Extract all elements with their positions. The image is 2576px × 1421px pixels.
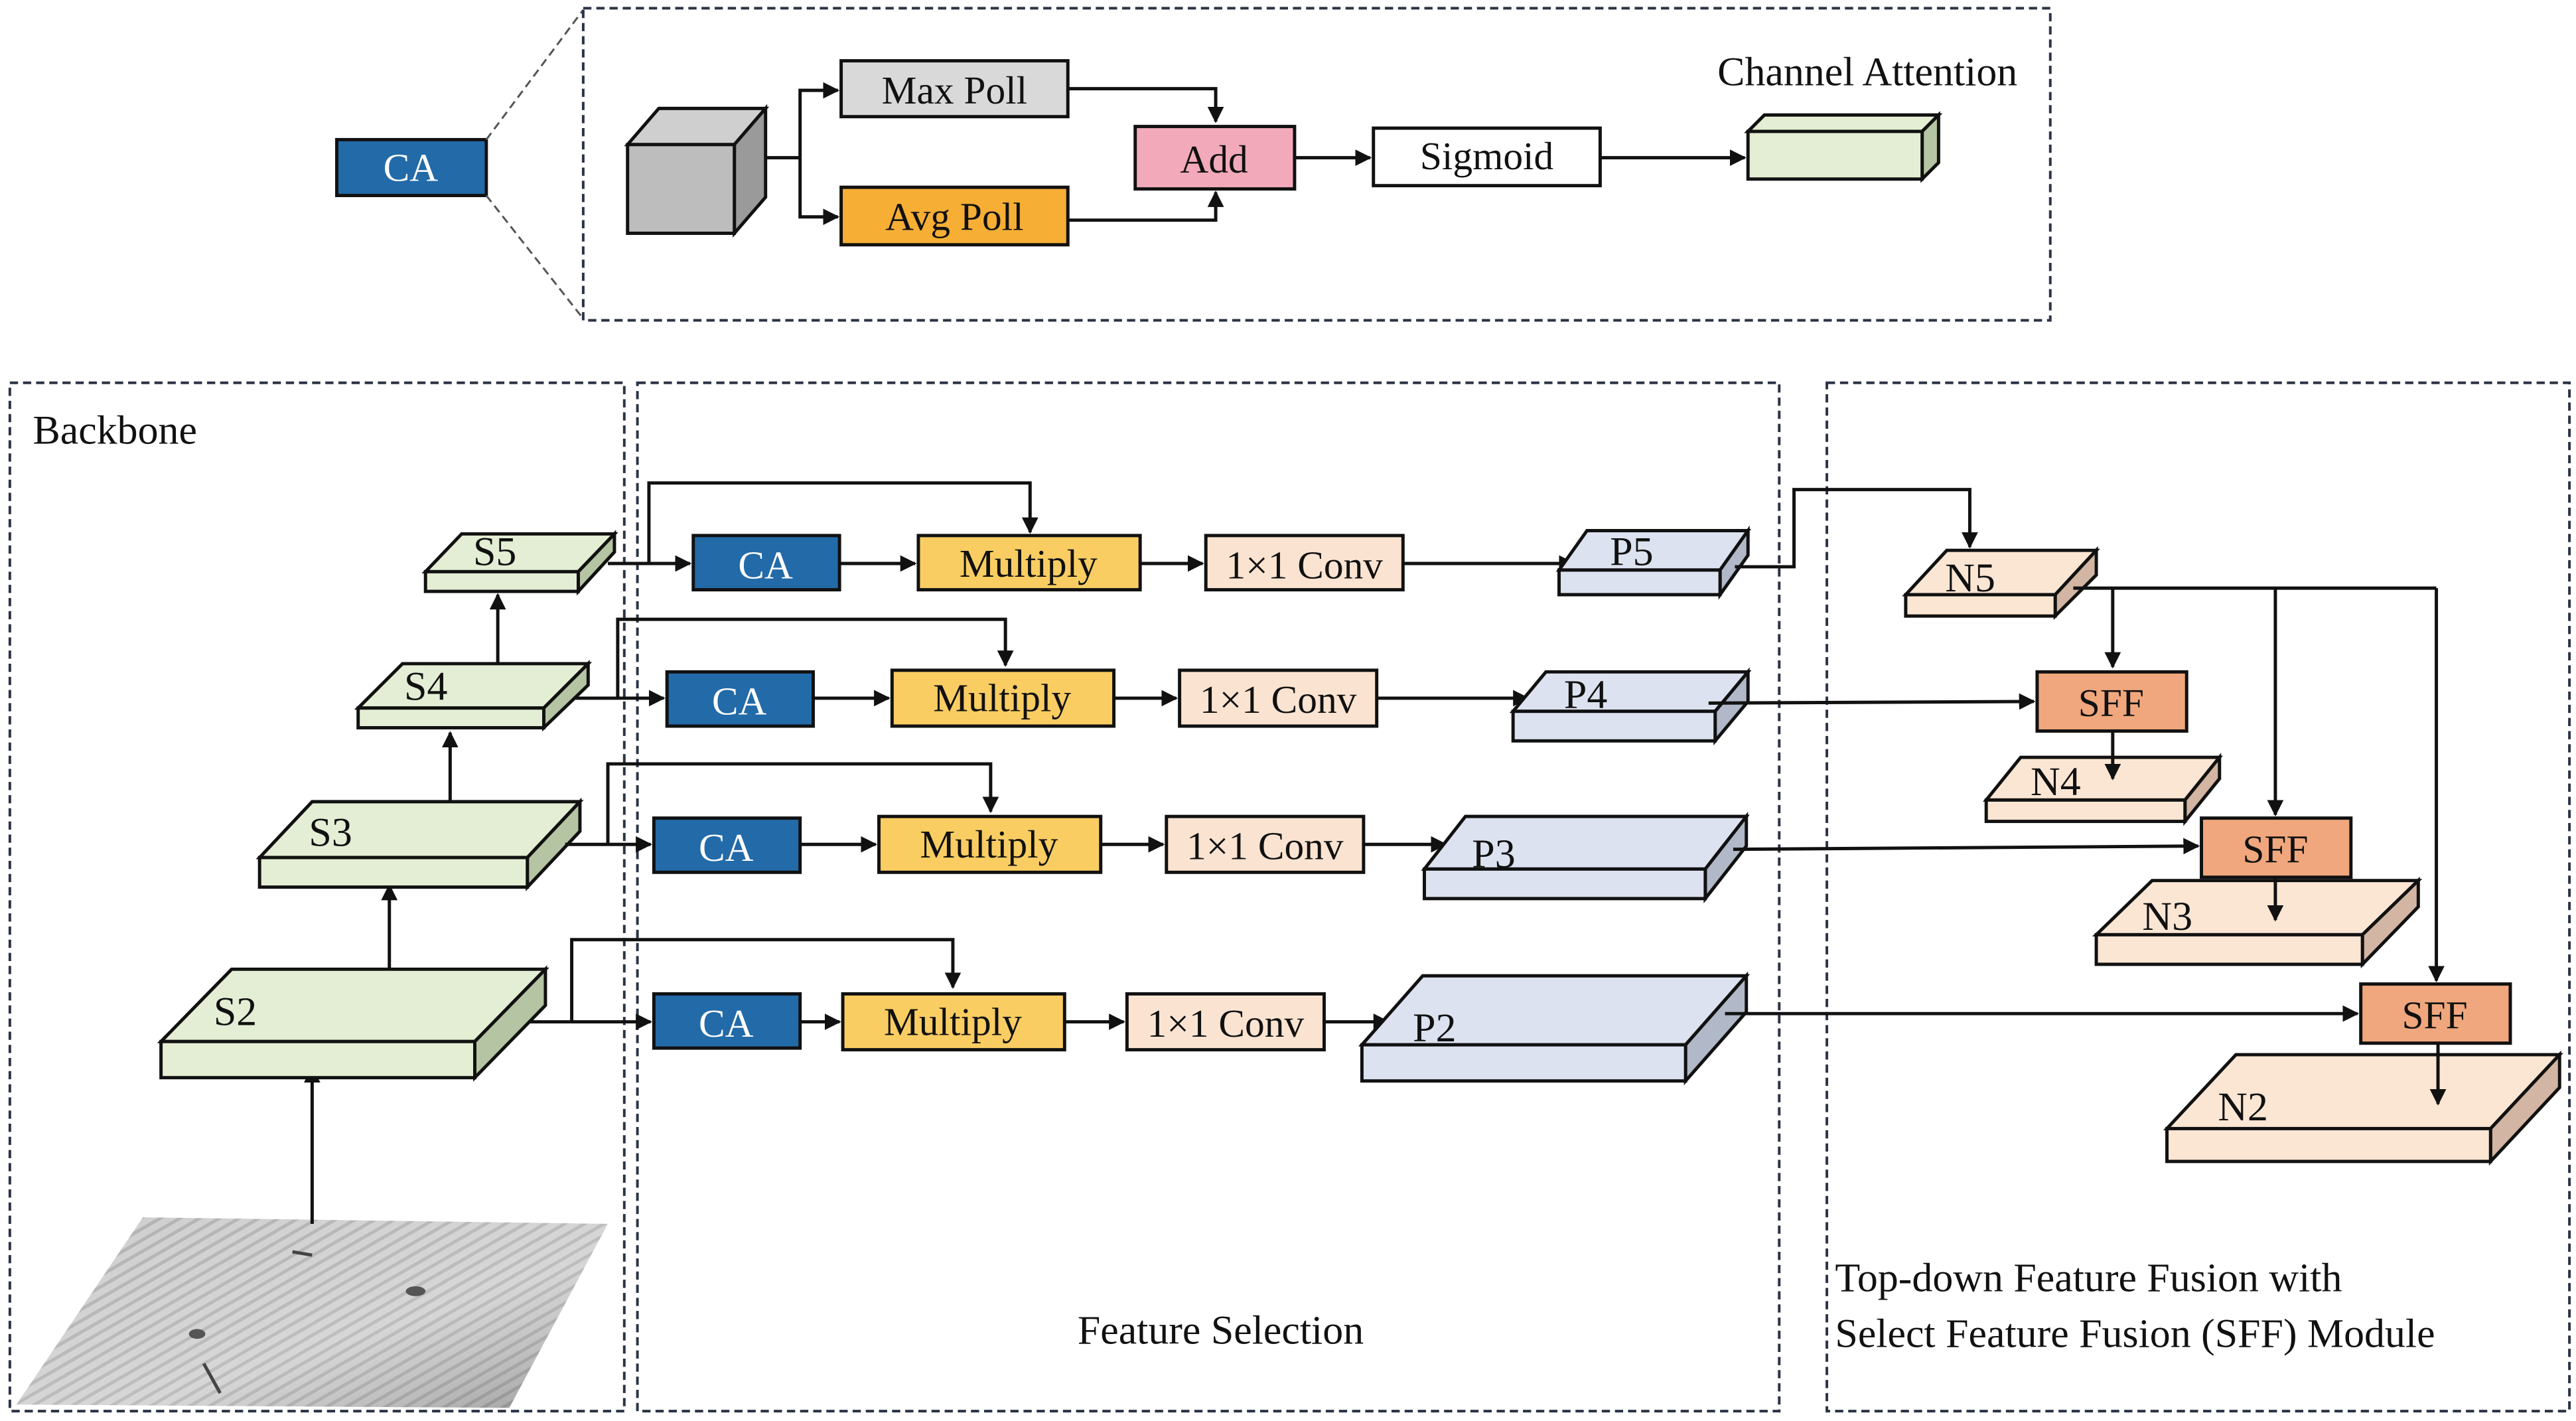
conv-block: [1204, 534, 1405, 592]
fusion-map-label: N2: [2218, 1084, 2268, 1130]
ca-label: CA: [699, 826, 754, 869]
feature-row-p3: CA Multiply 1×1 Conv P3: [565, 762, 1750, 904]
feature-map-p5: P5: [1555, 525, 1752, 600]
conv-label: 1×1 Conv: [1200, 678, 1357, 721]
fusion-title-line1: Top-down Feature Fusion with: [1835, 1255, 2342, 1300]
attention-output-cube: [1744, 111, 1943, 183]
fusion-panel: [1825, 381, 2571, 1413]
arrow-to-max-poll: [798, 82, 840, 158]
feature-map-label: P2: [1413, 1006, 1456, 1051]
arrow-avg-to-add: [1068, 190, 1224, 222]
conv-block: [1178, 668, 1379, 728]
conv-block: [1125, 992, 1326, 1052]
multiply-label: Multiply: [933, 676, 1071, 720]
backbone-panel: [8, 381, 626, 1413]
sff-label: SFF: [2078, 681, 2144, 725]
feature-row-p5: CA Multiply 1×1 Conv P5: [608, 481, 1752, 600]
arrow-p3-to-sff2: [1733, 838, 2200, 855]
arrow-p4-to-sff1: [1708, 693, 2036, 710]
multiply-label: Multiply: [884, 1000, 1022, 1043]
sigmoid-label: Sigmoid: [1420, 134, 1553, 178]
fusion-map-label: N5: [1945, 556, 1995, 601]
input-feature-cube: [624, 104, 770, 238]
fusion-map-n4: N4: [1983, 753, 2223, 826]
feature-map-label: P5: [1610, 529, 1653, 574]
stage-label: S5: [473, 529, 516, 574]
avg-poll-label: Avg Poll: [885, 195, 1024, 239]
fusion-map-n2: N2: [2163, 1050, 2563, 1166]
add-label: Add: [1180, 137, 1248, 181]
ca-block: [652, 992, 802, 1050]
backbone-title: Backbone: [33, 408, 197, 453]
ca-block: [665, 670, 815, 728]
avg-poll-box: [839, 185, 1070, 247]
ca-legend-label: CA: [384, 145, 439, 189]
multiply-block: [916, 534, 1142, 592]
conv-block: [1165, 814, 1366, 874]
channel-attention-detail: CA Channel Attention Max Poll Avg Poll A…: [335, 7, 2052, 322]
arrow-to-avg-poll: [798, 157, 840, 226]
fusion-map-n5: N5: [1902, 546, 2100, 621]
ca-label: CA: [738, 543, 793, 587]
fusion-map-label: N3: [2142, 894, 2192, 939]
conv-label: 1×1 Conv: [1226, 543, 1383, 587]
sff-label: SFF: [2402, 993, 2468, 1037]
ca-label: CA: [699, 1002, 754, 1045]
fusion-map-n3: N3: [2092, 876, 2423, 969]
feature-map-p4: P4: [1509, 667, 1752, 746]
stage-label: S3: [309, 810, 352, 856]
sff-label: SFF: [2242, 827, 2308, 871]
feature-map-label: P4: [1564, 672, 1607, 717]
feature-row-p2: CA Multiply 1×1 Conv P2: [529, 938, 1751, 1086]
stage-label: S2: [214, 989, 257, 1034]
ca-legend-box: [335, 137, 488, 198]
fusion-title-line2: Select Feature Fusion (SFF) Module: [1835, 1311, 2435, 1357]
stage-s2: S2: [157, 965, 549, 1082]
max-poll-box: [839, 59, 1070, 119]
fusion-map-label: N4: [2031, 759, 2081, 804]
input-image: [16, 1217, 608, 1408]
feature-map-p3: P3: [1421, 811, 1750, 904]
stage-s4: S4: [354, 659, 593, 732]
multiply-label: Multiply: [960, 542, 1098, 585]
multiply-block: [841, 992, 1066, 1052]
zoom-connector-bottom: [485, 194, 585, 320]
arrow-p5-to-n5: [1735, 488, 1978, 569]
add-box: [1133, 125, 1297, 191]
sff-block-1: [2035, 670, 2188, 733]
feature-map-p2: P2: [1358, 971, 1751, 1086]
feature-map-label: P3: [1472, 832, 1515, 877]
feature-row-p4: CA Multiply 1×1 Conv P4: [573, 617, 1752, 746]
max-poll-label: Max Poll: [882, 68, 1028, 112]
multiply-label: Multiply: [920, 822, 1058, 866]
arrow-max-to-add: [1068, 87, 1224, 123]
sff-block-2: [2200, 816, 2353, 879]
channel-attention-panel: [581, 7, 2052, 322]
feature-selection-panel: [636, 381, 1781, 1413]
ca-label: CA: [712, 680, 767, 723]
multiply-block: [890, 668, 1116, 728]
sff-block-3: [2359, 982, 2512, 1045]
channel-attention-title: Channel Attention: [1717, 50, 2017, 95]
zoom-connector-top: [485, 9, 585, 141]
conv-label: 1×1 Conv: [1147, 1002, 1305, 1045]
conv-label: 1×1 Conv: [1186, 824, 1344, 868]
stage-s5: S5: [421, 529, 618, 596]
stage-label: S4: [404, 664, 447, 709]
stage-s3: S3: [255, 797, 584, 891]
feature-selection-title: Feature Selection: [1078, 1308, 1364, 1353]
